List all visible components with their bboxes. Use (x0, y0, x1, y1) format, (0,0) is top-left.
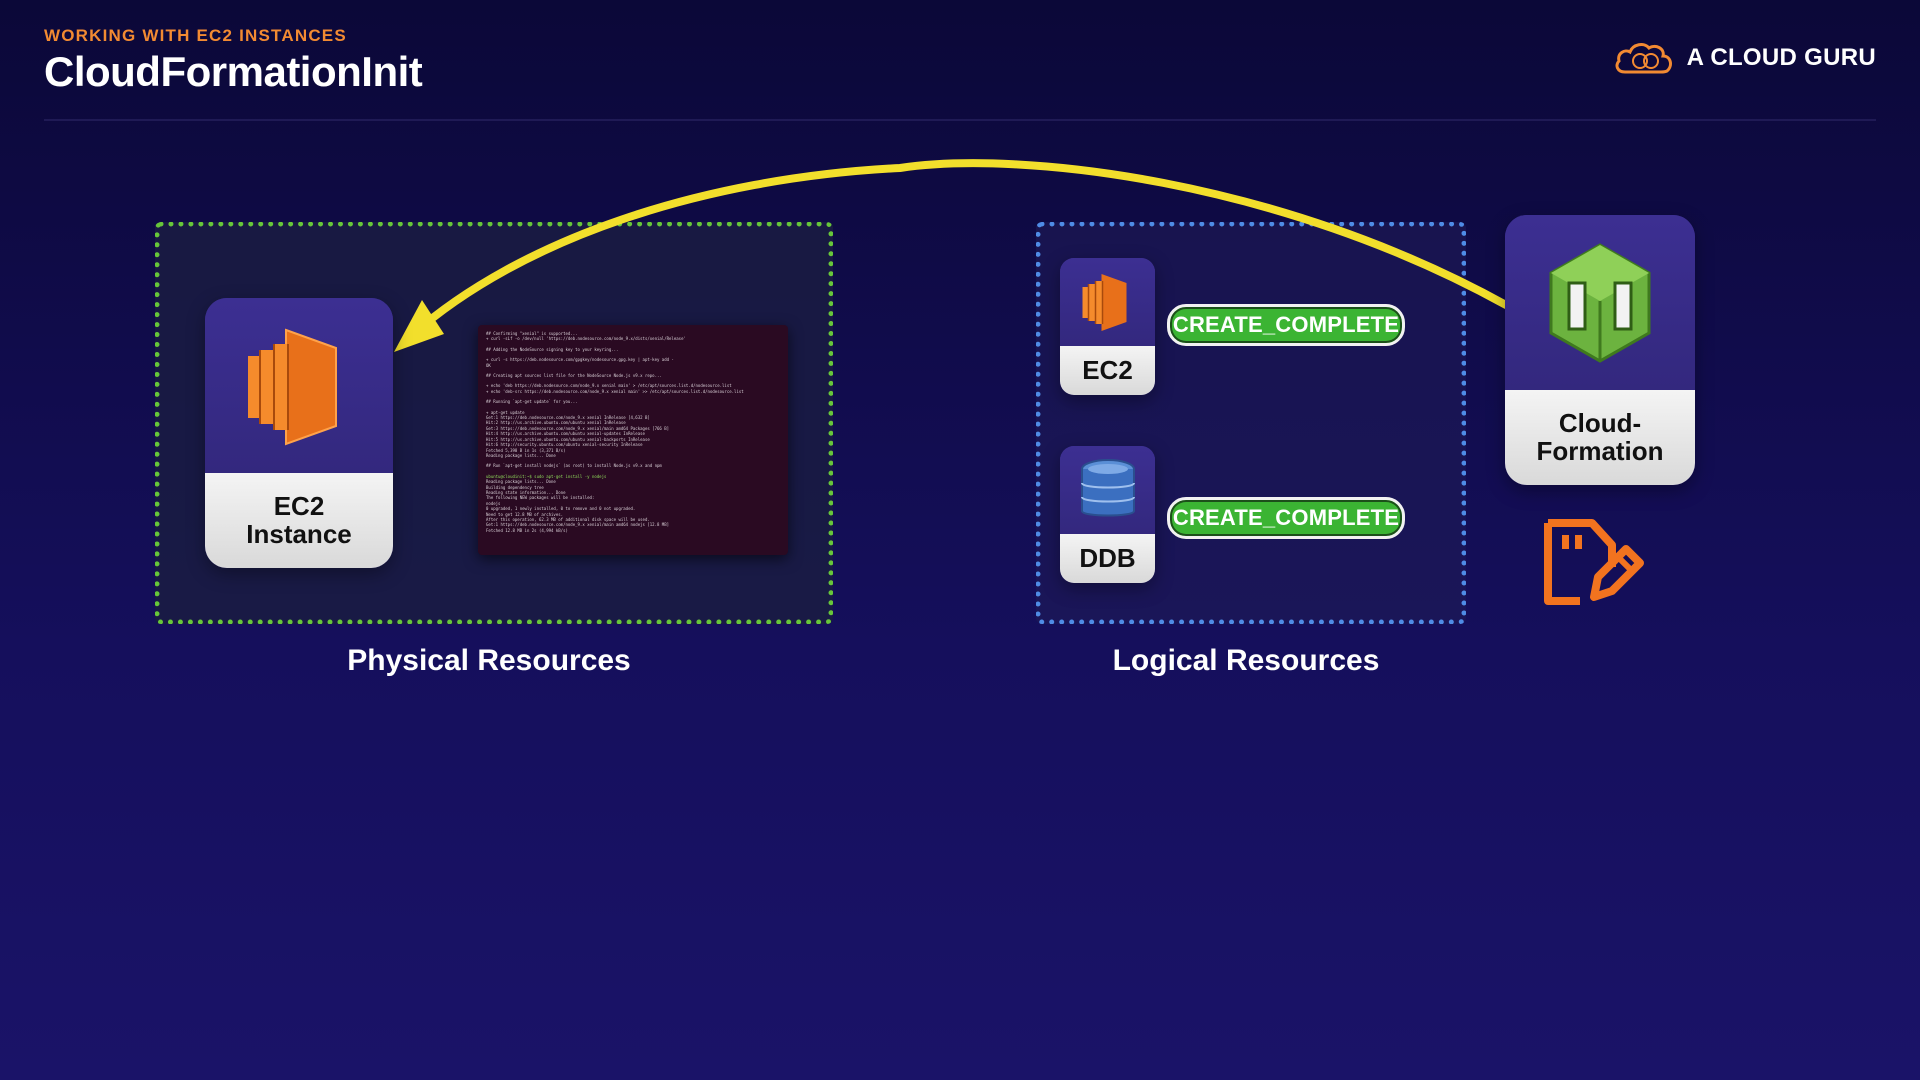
cloudformation-icon (1549, 242, 1651, 363)
logical-ddb-card: DDB (1060, 446, 1155, 583)
ddb-status-badge: CREATE_COMPLETE (1167, 497, 1405, 539)
header-divider (44, 119, 1876, 121)
ec2-icon (1082, 274, 1126, 331)
dynamodb-icon (1080, 459, 1135, 517)
physical-resources-caption: Physical Resources (347, 644, 631, 677)
logical-ddb-label: DDB (1060, 534, 1155, 583)
logical-ec2-card: EC2 (1060, 258, 1155, 395)
cloudformation-card: Cloud-Formation (1505, 215, 1695, 485)
section-eyebrow: WORKING WITH EC2 INSTANCES (44, 26, 347, 45)
brand-logo: A CLOUD GURU (1613, 38, 1876, 78)
edit-document-icon (1544, 519, 1644, 605)
ec2-status-badge: CREATE_COMPLETE (1167, 304, 1405, 346)
terminal-output: ## Confirming "xenial" is supported... +… (478, 325, 788, 555)
cloudformation-label: Cloud-Formation (1505, 390, 1695, 485)
logical-resources-caption: Logical Resources (1112, 644, 1380, 677)
brand-name: A CLOUD GURU (1686, 44, 1876, 71)
ec2-icon (248, 328, 337, 445)
logical-ec2-label: EC2 (1060, 346, 1155, 395)
cloud-logo-icon (1615, 43, 1672, 74)
slide-title: CloudFormationInit (44, 48, 423, 95)
